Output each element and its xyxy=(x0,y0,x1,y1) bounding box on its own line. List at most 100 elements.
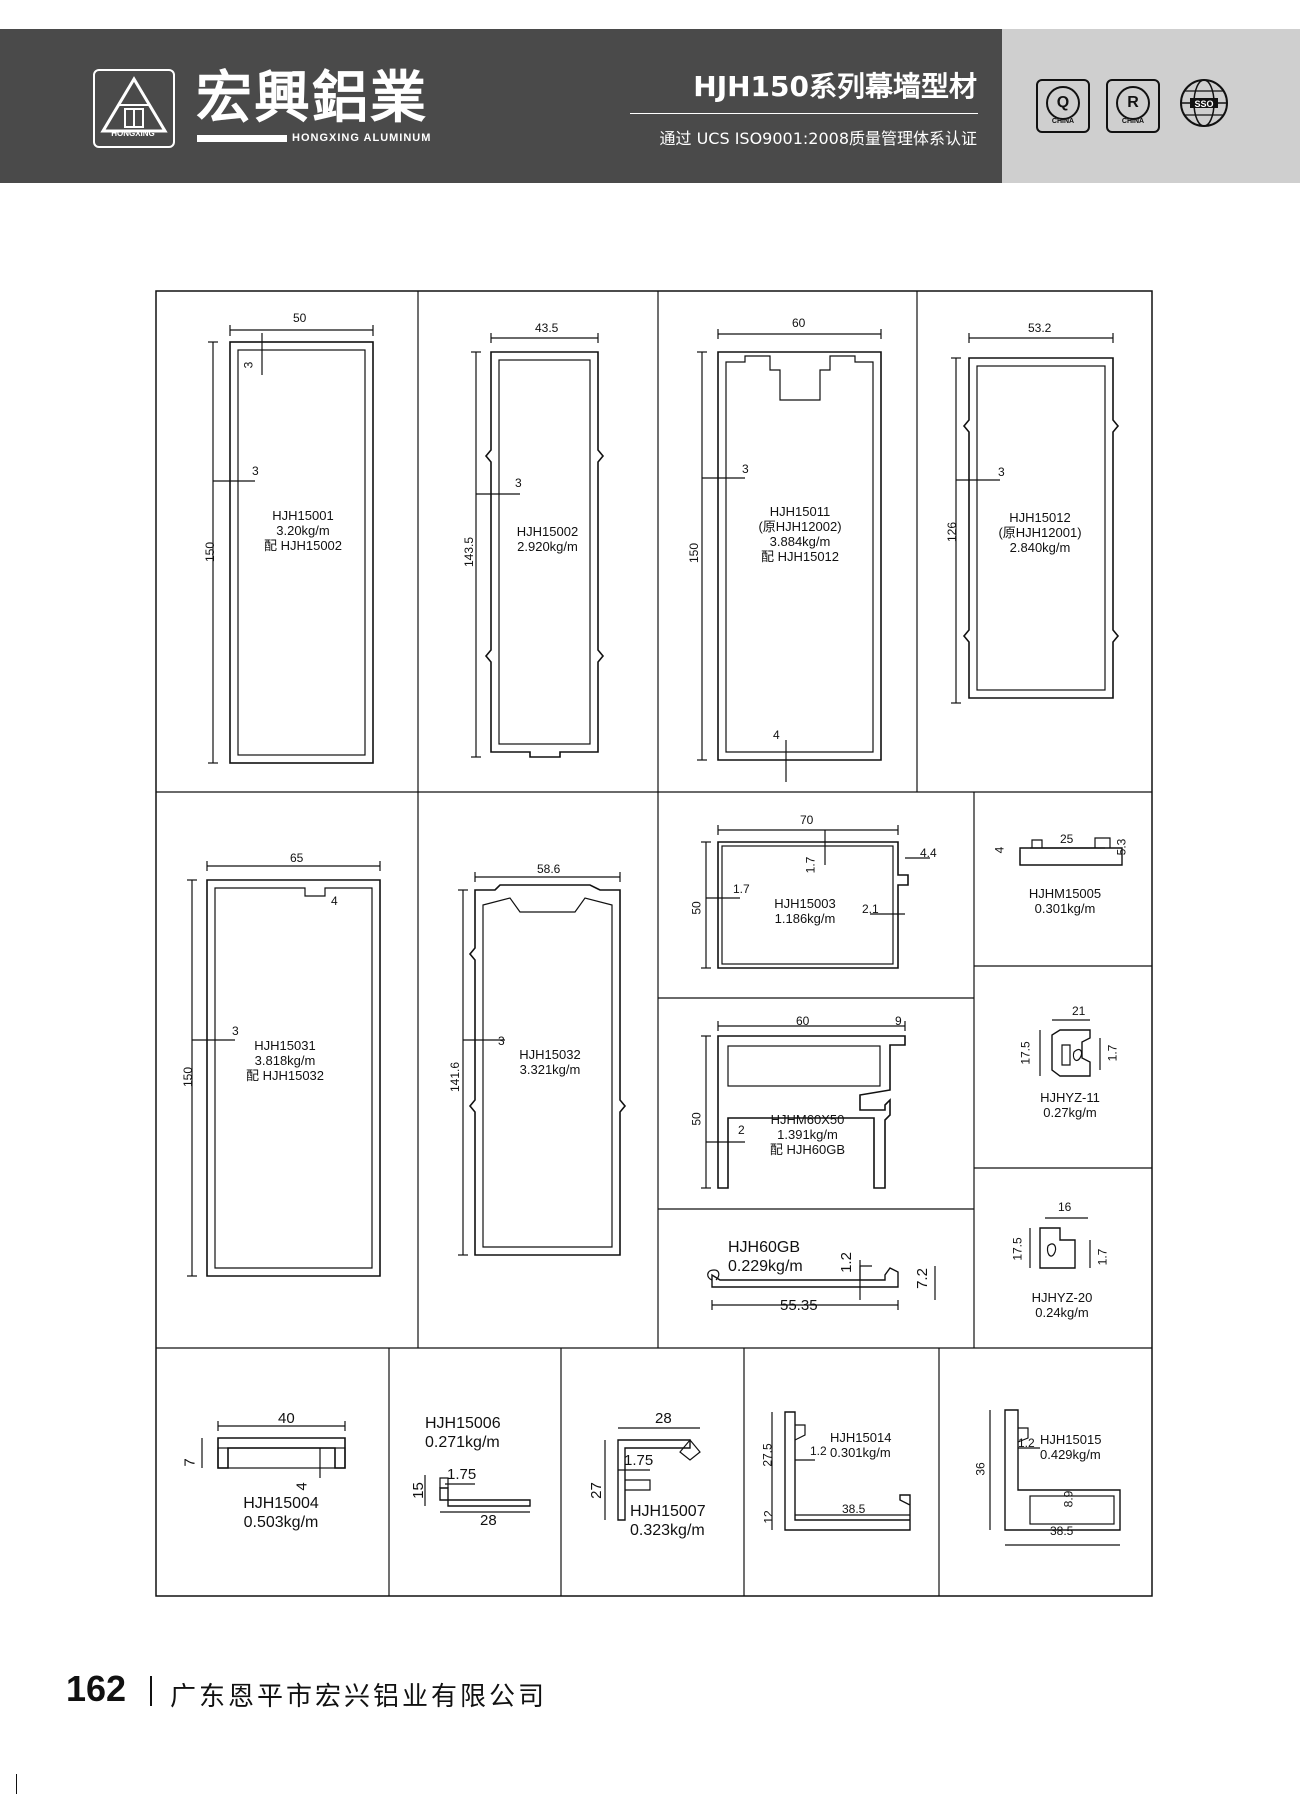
dim-width: 43.5 xyxy=(535,321,559,335)
dim-height: 150 xyxy=(687,542,702,564)
dim-width: 65 xyxy=(290,851,304,865)
cert-r-label: CHINA xyxy=(1121,118,1145,125)
profile-hjh15031: HJH15031 3.818kg/m 配 HJH15032 xyxy=(230,1038,340,1083)
dim-height: 17.5 xyxy=(1010,1237,1025,1261)
brand-name-en: HONGXING ALUMINUM xyxy=(292,132,432,144)
dim-wall: 1.2 xyxy=(810,1444,827,1458)
dim-height: 143.5 xyxy=(462,536,477,568)
profile-code: HJH15032 xyxy=(519,1047,581,1062)
dim-height: 36 xyxy=(973,1462,988,1476)
profile-weight: 2.920kg/m xyxy=(517,539,578,554)
dim-width: 58.6 xyxy=(537,862,561,876)
dim-wall: 1.2 xyxy=(1018,1436,1035,1450)
profile-hjh15011: HJH15011 (原HJH12002) 3.884kg/m 配 HJH1501… xyxy=(740,504,860,564)
dim-wall-top: 3 xyxy=(241,361,256,369)
profile-code: HJH15007 xyxy=(630,1503,706,1520)
dim-right: 5.3 xyxy=(1114,838,1129,856)
profile-weight: 3.818kg/m xyxy=(254,1053,316,1068)
title-rule xyxy=(630,113,978,114)
profile-weight: 3.884kg/m xyxy=(769,534,831,549)
profile-code: HJHYZ-11 xyxy=(1040,1090,1100,1105)
dim-height: 50 xyxy=(689,901,704,915)
globe-icon: SSO xyxy=(1180,79,1228,127)
cert-q-letter: Q xyxy=(1046,86,1080,120)
profile-code: HJH15011 xyxy=(769,504,831,519)
profile-code: HJH15004 xyxy=(243,1495,319,1512)
profile-weight: 0.323kg/m xyxy=(630,1522,705,1539)
dim-width: 53.2 xyxy=(1028,321,1052,335)
profile-hjh60gb: HJH60GB 0.229kg/m xyxy=(728,1238,828,1276)
dim-height: 150 xyxy=(181,1066,196,1088)
dim-height: 141.6 xyxy=(448,1061,463,1093)
profile-hjh15014: HJH15014 0.301kg/m xyxy=(830,1430,930,1460)
dim-height: 15 xyxy=(409,1482,427,1499)
profile-pairing: 配 HJH60GB xyxy=(769,1142,846,1157)
profile-pairing: 配 HJH15012 xyxy=(760,549,840,564)
dim-width: 38.5 xyxy=(842,1502,866,1516)
profile-code: HJH60GB xyxy=(728,1239,801,1256)
dim-inner: 1.7 xyxy=(1105,1044,1120,1062)
dim-width: 25 xyxy=(1060,832,1074,846)
cert-r-badge: R CHINA xyxy=(1106,79,1160,133)
profile-weight: 3.321kg/m xyxy=(519,1062,581,1077)
dim-height: 27 xyxy=(587,1482,605,1499)
profile-code: HJH15012 xyxy=(1009,510,1071,525)
profile-original: (原HJH12001) xyxy=(998,525,1082,540)
profile-hjh15015: HJH15015 0.429kg/m xyxy=(1040,1432,1140,1462)
dim-height: 17.5 xyxy=(1018,1041,1033,1065)
profile-weight: 2.840kg/m xyxy=(1009,540,1071,555)
profile-code: HJH15006 xyxy=(425,1415,501,1432)
dim-inner: 1.7 xyxy=(1095,1248,1110,1266)
footer-divider xyxy=(150,1676,152,1706)
dim-top: 1.7 xyxy=(803,856,818,874)
profile-weight: 0.301kg/m xyxy=(1034,901,1096,916)
dim-wall: 3 xyxy=(232,1024,239,1038)
dim-width: 55.35 xyxy=(780,1297,818,1314)
dim-wall: 3 xyxy=(742,462,749,476)
profile-hjh15004: HJH15004 0.503kg/m xyxy=(226,1494,336,1532)
dim-width: 60 xyxy=(792,316,806,330)
dim-width: 60 xyxy=(796,1014,810,1028)
dim-wall: 2 xyxy=(738,1123,745,1137)
company-name: 广东恩平市宏兴铝业有限公司 xyxy=(170,1682,548,1712)
dim-wall-side: 3 xyxy=(252,464,259,478)
dim-height: 126 xyxy=(945,521,960,543)
profile-hjh15007: HJH15007 0.323kg/m xyxy=(630,1502,740,1540)
brand-name-zh: 宏興鋁業 xyxy=(196,66,428,131)
profile-hjh15001: HJH15001 3.20kg/m 配 HJH15002 xyxy=(248,508,358,553)
profile-pairing: 配 HJH15002 xyxy=(263,538,343,553)
dim-left: 4 xyxy=(992,846,1007,854)
profile-code: HJH15014 xyxy=(830,1430,892,1445)
dim-inner: 2.1 xyxy=(862,902,879,916)
dim-width: 21 xyxy=(1072,1004,1086,1018)
dim-width: 38.5 xyxy=(1050,1524,1074,1538)
profile-hjh15012: HJH15012 (原HJH12001) 2.840kg/m xyxy=(980,510,1100,555)
profile-weight: 1.186kg/m xyxy=(774,911,836,926)
logo-caption: HONGXING xyxy=(111,129,155,138)
dim-height: 50 xyxy=(689,1112,704,1126)
dim-side: 1.7 xyxy=(733,882,750,896)
profile-hjhyz-11: HJHYZ-11 0.27kg/m xyxy=(1020,1090,1120,1120)
profile-weight: 0.271kg/m xyxy=(425,1434,500,1451)
profile-code: HJH15001 xyxy=(272,508,334,523)
dim-bottom: 4 xyxy=(773,728,780,742)
page-header: HONGXING 宏興鋁業 HONGXING ALUMINUM HJH150系列… xyxy=(0,29,1300,183)
profile-weight: 0.24kg/m xyxy=(1035,1305,1089,1320)
dim-top: 4 xyxy=(331,894,338,908)
profile-hjh15003: HJH15003 1.186kg/m xyxy=(765,896,845,926)
dim-height: 150 xyxy=(203,541,218,563)
page-number: 162 xyxy=(66,1668,127,1709)
dim-inner: 4 xyxy=(293,1482,311,1491)
dim-width: 50 xyxy=(293,311,307,325)
profile-code: HJHM60X50 xyxy=(770,1112,845,1127)
dim-thick: 1.2 xyxy=(837,1252,855,1273)
dim-lip: 9 xyxy=(895,1014,902,1028)
brand-logo xyxy=(93,69,175,148)
profile-hjh15006: HJH15006 0.271kg/m xyxy=(425,1414,535,1452)
cert-q-label: CHINA xyxy=(1051,118,1075,125)
profile-hjhm60x50: HJHM60X50 1.391kg/m 配 HJH60GB xyxy=(755,1112,860,1157)
profile-weight: 0.229kg/m xyxy=(728,1258,803,1275)
profile-hjhyz-20: HJHYZ-20 0.24kg/m xyxy=(1012,1290,1112,1320)
header-dark-band xyxy=(0,29,1002,183)
dim-height: 7 xyxy=(181,1458,199,1467)
